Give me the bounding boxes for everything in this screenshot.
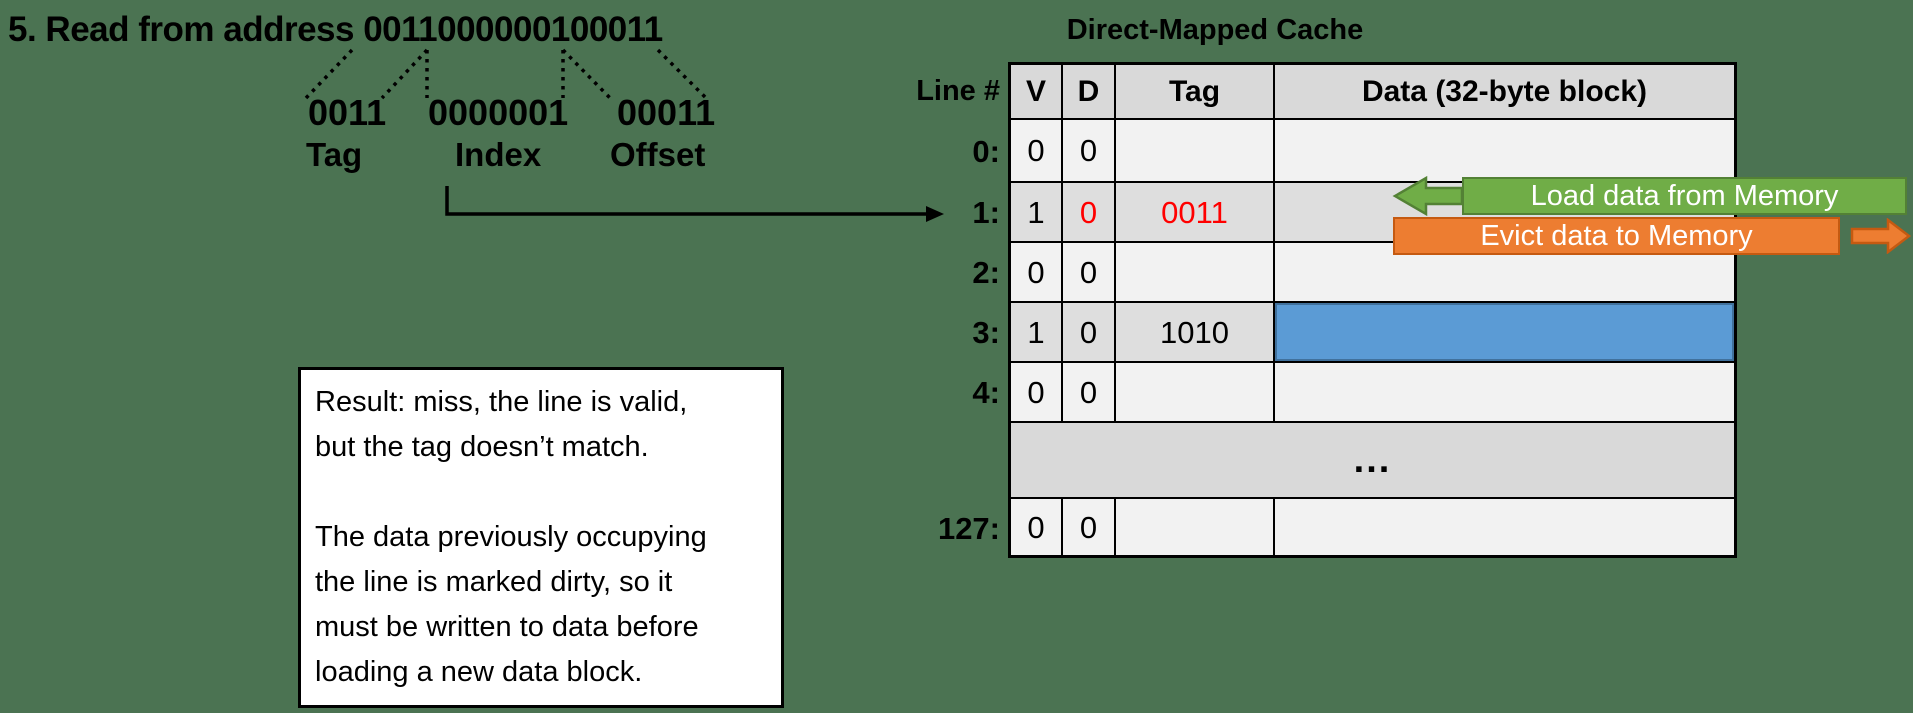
cell-d-0: 0 [1063,120,1116,183]
cell-tag-0 [1116,120,1275,183]
line-number-header: Line # [916,74,1000,107]
result-paragraph-2: The data previously occupying the line i… [315,521,707,688]
cell-v-3: 1 [1011,303,1063,363]
result-paragraph-1: Result: miss, the line is valid, but the… [315,386,688,463]
cell-d-1: 0 [1063,183,1116,243]
cell-d-2: 0 [1063,243,1116,303]
evict-banner: Evict data to Memory [1393,217,1840,255]
tag-fan-line-right [380,48,429,100]
offset-label: Offset [610,136,706,173]
cell-v-0: 0 [1011,120,1063,183]
cell-d-3: 0 [1063,303,1116,363]
line-label-3: 3: [972,315,1000,350]
slide-title: 5. Read from address 0011000000100011 [8,10,663,49]
index-label: Index [455,136,542,173]
col-header-data: Data (32-byte block) [1275,65,1734,120]
tag-fan-line-left [304,48,354,100]
offset-fan-line-left [561,48,612,100]
cell-data-0 [1275,120,1734,183]
index-bits: 0000001 [428,92,569,133]
ellipsis-row: ... [1011,423,1734,499]
cell-data-127 [1275,499,1734,555]
cell-tag-127 [1116,499,1275,555]
load-banner: Load data from Memory [1462,177,1907,215]
line-label-127: 127: [937,510,1000,546]
cell-d-4: 0 [1063,363,1116,423]
cell-data-3-block [1275,303,1734,363]
cell-tag-2 [1116,243,1275,303]
col-header-d: D [1063,65,1116,120]
cache-title: Direct-Mapped Cache [1066,14,1364,46]
cell-v-4: 0 [1011,363,1063,423]
load-arrow-icon [1392,175,1464,217]
line-label-2: 2: [972,255,1000,290]
offset-fan-line-right [656,48,708,100]
col-header-tag: Tag [1116,65,1275,120]
offset-bits: 00011 [617,92,716,133]
cell-tag-3: 1010 [1116,303,1275,363]
cell-tag-1: 0011 [1116,183,1275,243]
line-label-4: 4: [972,375,1000,410]
cell-tag-4 [1116,363,1275,423]
cell-data-4 [1275,363,1734,423]
cell-d-127: 0 [1063,499,1116,555]
col-header-v: V [1011,65,1063,120]
cell-v-1: 1 [1011,183,1063,243]
line-label-0: 0: [972,133,1000,169]
line-label-1: 1: [972,195,1000,230]
cell-v-2: 0 [1011,243,1063,303]
evict-arrow-icon [1850,218,1912,254]
result-box: Result: miss, the line is valid, but the… [298,367,784,708]
cell-v-127: 0 [1011,499,1063,555]
tag-bits: 0011 [308,92,387,133]
tag-label: Tag [306,136,363,173]
cache-table: V D Tag Data (32-byte block) 0 0 1 0 001… [1008,62,1737,558]
